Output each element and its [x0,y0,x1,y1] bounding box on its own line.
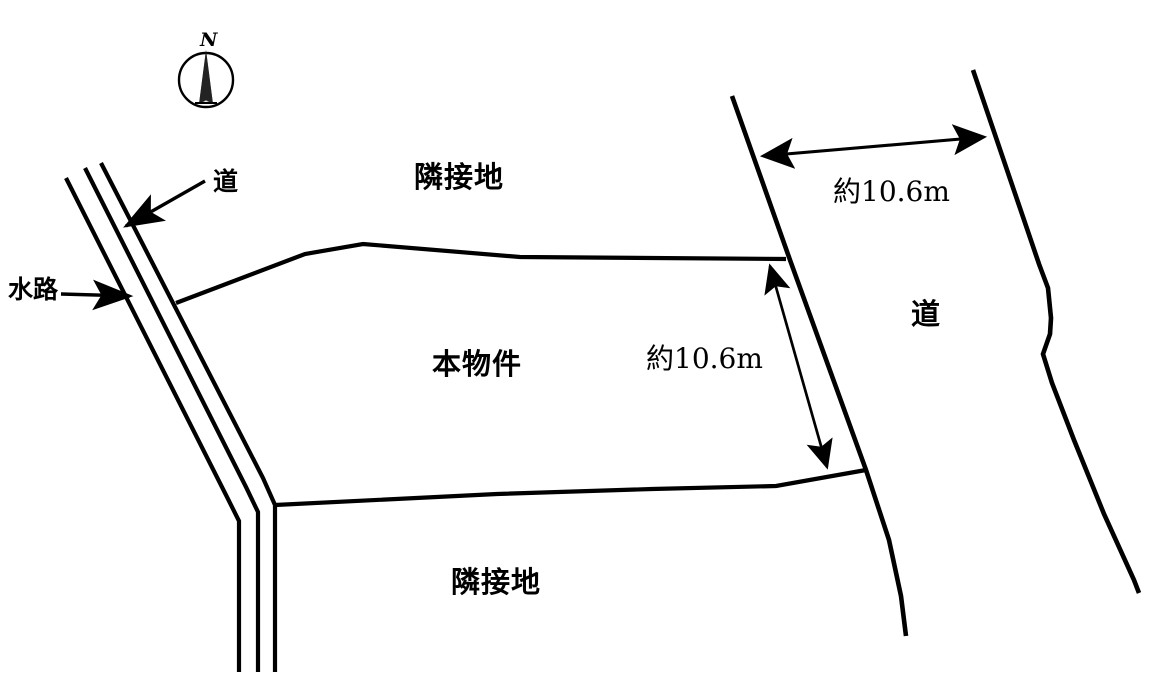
label-waterway: 水路 [8,275,59,304]
dimension-line-frontage [764,263,833,470]
dimension-label-frontage-east: 約10.6m [646,342,763,375]
road-left-leader-line [123,179,206,228]
compass-needle-light [199,50,213,104]
parcel-south-boundary [274,467,867,508]
right-road-west-edge [729,95,909,637]
label-adjacent-land-top: 隣接地 [414,160,505,194]
compass-rose-icon [177,50,235,109]
leader-lines-group [60,179,206,311]
compass-north-label: N [200,29,218,51]
dimension-label-road-width-top: 約10.6m [833,175,950,208]
waterway-outer-line [64,177,242,672]
right-road-east-edge [970,69,1142,594]
dimension-arrow-frontage-east [764,263,833,470]
waterway-leader-line [60,279,134,311]
left-road-waterway-group [64,162,278,672]
right-road-group [729,69,1142,637]
subject-parcel-boundary [175,241,867,508]
label-road-right: 道 [911,297,942,331]
waterway-inner-line [83,167,261,672]
dimension-arrow-road-width-top [759,124,988,169]
label-subject-property: 本物件 [432,347,523,381]
parcel-north-boundary [175,241,787,305]
dimension-line-top [759,124,988,169]
label-adjacent-land-bottom: 隣接地 [451,565,542,599]
left-road-edge-line [99,162,278,672]
label-road-left: 道 [213,167,239,196]
